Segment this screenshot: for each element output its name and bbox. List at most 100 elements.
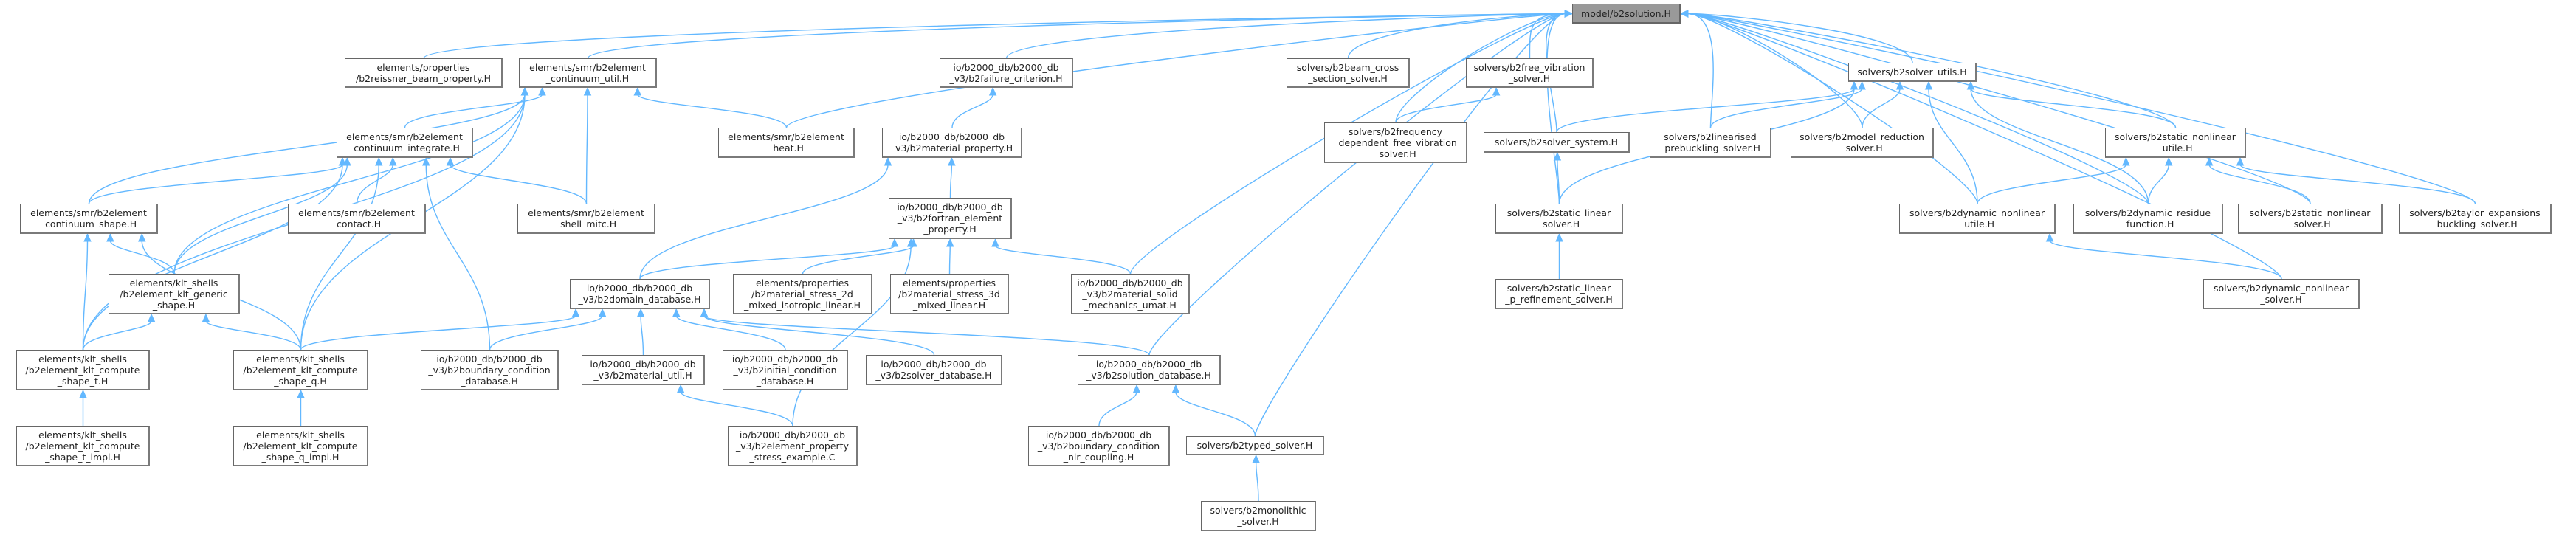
file-node-label: solvers/b2linearised _prebuckling_solver…: [1660, 131, 1760, 153]
file-node-label: elements/smr/b2element _continuum_util.H: [529, 61, 646, 84]
file-node[interactable]: io/b2000_db/b2000_db _v3/b2element_prope…: [728, 426, 858, 466]
arrowhead-icon: [1966, 80, 1975, 90]
file-node[interactable]: solvers/b2solver_system.H: [1484, 132, 1630, 153]
file-node[interactable]: io/b2000_db/b2000_db _v3/b2boundary_cond…: [421, 350, 559, 390]
dependency-edge: [300, 315, 576, 351]
file-node[interactable]: elements/smr/b2element _continuum_util.H: [519, 58, 657, 88]
file-node[interactable]: io/b2000_db/b2000_db _v3/b2solver_databa…: [866, 355, 1002, 385]
file-node-label: io/b2000_db/b2000_db _v3/b2material_util…: [590, 359, 696, 381]
arrowhead-icon: [583, 86, 592, 96]
file-node[interactable]: elements/properties /b2reissner_beam_pro…: [345, 58, 503, 88]
dependency-edge: [1709, 88, 1863, 128]
file-node[interactable]: elements/klt_shells /b2element_klt_compu…: [16, 426, 150, 466]
file-node-label: io/b2000_db/b2000_db _v3/b2material_soli…: [1077, 277, 1183, 311]
dependency-edge: [1687, 13, 1978, 204]
file-node[interactable]: solvers/b2static_nonlinear _utile.H: [2105, 128, 2246, 158]
file-node[interactable]: elements/smr/b2element _continuum_shape.…: [20, 204, 158, 234]
arrowhead-icon: [343, 156, 351, 166]
file-node[interactable]: solvers/b2frequency _dependent_free_vibr…: [1324, 122, 1467, 163]
arrowhead-icon: [1895, 80, 1904, 90]
arrowhead-icon: [946, 238, 954, 247]
file-node-label: io/b2000_db/b2000_db _v3/b2boundary_cond…: [1037, 429, 1160, 463]
file-node-label: elements/klt_shells /b2element_klt_compu…: [25, 353, 140, 387]
dependency-edge: [639, 164, 889, 280]
file-node[interactable]: solvers/b2static_linear _solver.H: [1495, 204, 1623, 234]
dependency-edge: [1148, 13, 1566, 356]
arrowhead-icon: [1679, 10, 1689, 18]
file-node[interactable]: io/b2000_db/b2000_db _v3/b2material_util…: [582, 355, 705, 385]
file-node[interactable]: solvers/b2free_vibration _solver.H: [1466, 58, 1594, 88]
file-node[interactable]: elements/smr/b2element _shell_mitc.H: [517, 204, 655, 234]
arrowhead-icon: [906, 238, 915, 247]
file-node[interactable]: solvers/b2taylor_expansions _buckling_so…: [2399, 204, 2552, 234]
arrowhead-icon: [147, 313, 156, 322]
file-node-label: elements/smr/b2element _contact.H: [298, 207, 415, 229]
dependency-edge: [1977, 164, 2127, 204]
file-node[interactable]: elements/smr/b2element _continuum_integr…: [337, 128, 473, 158]
dependency-edge: [2049, 240, 2282, 280]
dependency-edge: [587, 13, 1566, 59]
file-node-label: elements/klt_shells /b2element_klt_gener…: [120, 277, 228, 311]
file-node-label: solvers/b2free_vibration _solver.H: [1473, 61, 1585, 84]
file-node[interactable]: io/b2000_db/b2000_db _v3/b2domain_databa…: [570, 279, 710, 309]
file-node[interactable]: solvers/b2linearised _prebuckling_solver…: [1650, 128, 1771, 158]
file-node[interactable]: elements/klt_shells /b2element_klt_compu…: [16, 350, 150, 390]
file-node-label: solvers/b2monolithic _solver.H: [1210, 505, 1306, 527]
file-node[interactable]: solvers/b2monolithic _solver.H: [1201, 501, 1316, 531]
dependency-edge: [703, 315, 1150, 356]
root-file-node[interactable]: model/b2solution.H: [1572, 4, 1681, 24]
file-node[interactable]: solvers/b2static_nonlinear _solver.H: [2238, 204, 2383, 234]
file-node-label: io/b2000_db/b2000_db _v3/b2initial_condi…: [731, 353, 838, 387]
file-node[interactable]: io/b2000_db/b2000_db _v3/b2material_soli…: [1071, 274, 1190, 314]
dependency-edge: [1687, 13, 2476, 204]
file-node-label: io/b2000_db/b2000_db _v3/b2domain_databa…: [578, 283, 701, 305]
file-node[interactable]: solvers/b2dynamic_nonlinear _utile.H: [1899, 204, 2056, 234]
file-node[interactable]: solvers/b2static_linear _p_refinement_so…: [1495, 279, 1623, 309]
file-node[interactable]: elements/klt_shells /b2element_klt_compu…: [233, 426, 368, 466]
file-node[interactable]: io/b2000_db/b2000_db _v3/b2fortran_eleme…: [889, 198, 1012, 239]
file-node[interactable]: io/b2000_db/b2000_db _v3/b2failure_crite…: [940, 58, 1073, 88]
dependency-edge: [88, 94, 526, 204]
dependency-edge: [1098, 391, 1137, 427]
file-node-label: solvers/b2static_nonlinear _utile.H: [2115, 131, 2236, 153]
file-node-label: elements/properties /b2material_stress_3…: [898, 277, 1000, 311]
file-node-label: elements/properties /b2material_stress_2…: [744, 277, 861, 311]
dependency-edge: [1175, 391, 1256, 437]
file-node[interactable]: elements/klt_shells /b2element_klt_gener…: [109, 274, 240, 314]
arrowhead-icon: [338, 156, 347, 166]
dependency-edge: [2147, 164, 2169, 204]
file-node[interactable]: elements/properties /b2material_stress_2…: [733, 274, 872, 314]
dependency-edge: [1005, 13, 1566, 59]
file-node[interactable]: solvers/b2solver_utils.H: [1848, 63, 1977, 82]
dependency-edge: [82, 320, 152, 351]
arrowhead-icon: [446, 156, 455, 166]
arrowhead-icon: [1553, 151, 1562, 161]
file-node-label: solvers/b2solver_system.H: [1494, 137, 1619, 148]
dependency-edge: [1254, 13, 1566, 437]
dependency-edge: [1687, 13, 2311, 204]
file-node[interactable]: elements/klt_shells /b2element_klt_compu…: [233, 350, 368, 390]
file-node[interactable]: io/b2000_db/b2000_db _v3/b2boundary_cond…: [1028, 426, 1170, 466]
arrowhead-icon: [1252, 454, 1260, 463]
dependency-edge: [1687, 13, 1714, 128]
arrowhead-icon: [1132, 384, 1141, 393]
arrowhead-icon: [571, 308, 580, 317]
dependency-edge: [1255, 461, 1259, 502]
file-node[interactable]: solvers/b2dynamic_residue _function.H: [2073, 204, 2223, 234]
file-node[interactable]: elements/smr/b2element _heat.H: [718, 128, 855, 158]
file-node-label: solvers/b2solver_utils.H: [1857, 66, 1967, 77]
file-node[interactable]: solvers/b2typed_solver.H: [1186, 436, 1324, 455]
file-node[interactable]: io/b2000_db/b2000_db _v3/b2initial_condi…: [723, 350, 848, 390]
file-node[interactable]: solvers/b2beam_cross _section_solver.H: [1287, 58, 1410, 88]
file-node-label: solvers/b2frequency _dependent_free_vibr…: [1334, 125, 1457, 159]
file-node[interactable]: elements/properties /b2material_stress_3…: [890, 274, 1009, 314]
dependency-edge: [703, 315, 935, 356]
file-node[interactable]: solvers/b2dynamic_nonlinear _solver.H: [2203, 279, 2360, 309]
file-node[interactable]: io/b2000_db/b2000_db _v3/b2material_prop…: [882, 128, 1022, 158]
arrowhead-icon: [520, 86, 529, 96]
file-node-label: io/b2000_db/b2000_db _v3/b2element_prope…: [735, 429, 849, 463]
file-node[interactable]: solvers/b2model_reduction _solver.H: [1791, 128, 1934, 158]
file-node[interactable]: io/b2000_db/b2000_db _v3/b2solution_data…: [1078, 355, 1221, 385]
file-node[interactable]: elements/smr/b2element _contact.H: [288, 204, 426, 234]
